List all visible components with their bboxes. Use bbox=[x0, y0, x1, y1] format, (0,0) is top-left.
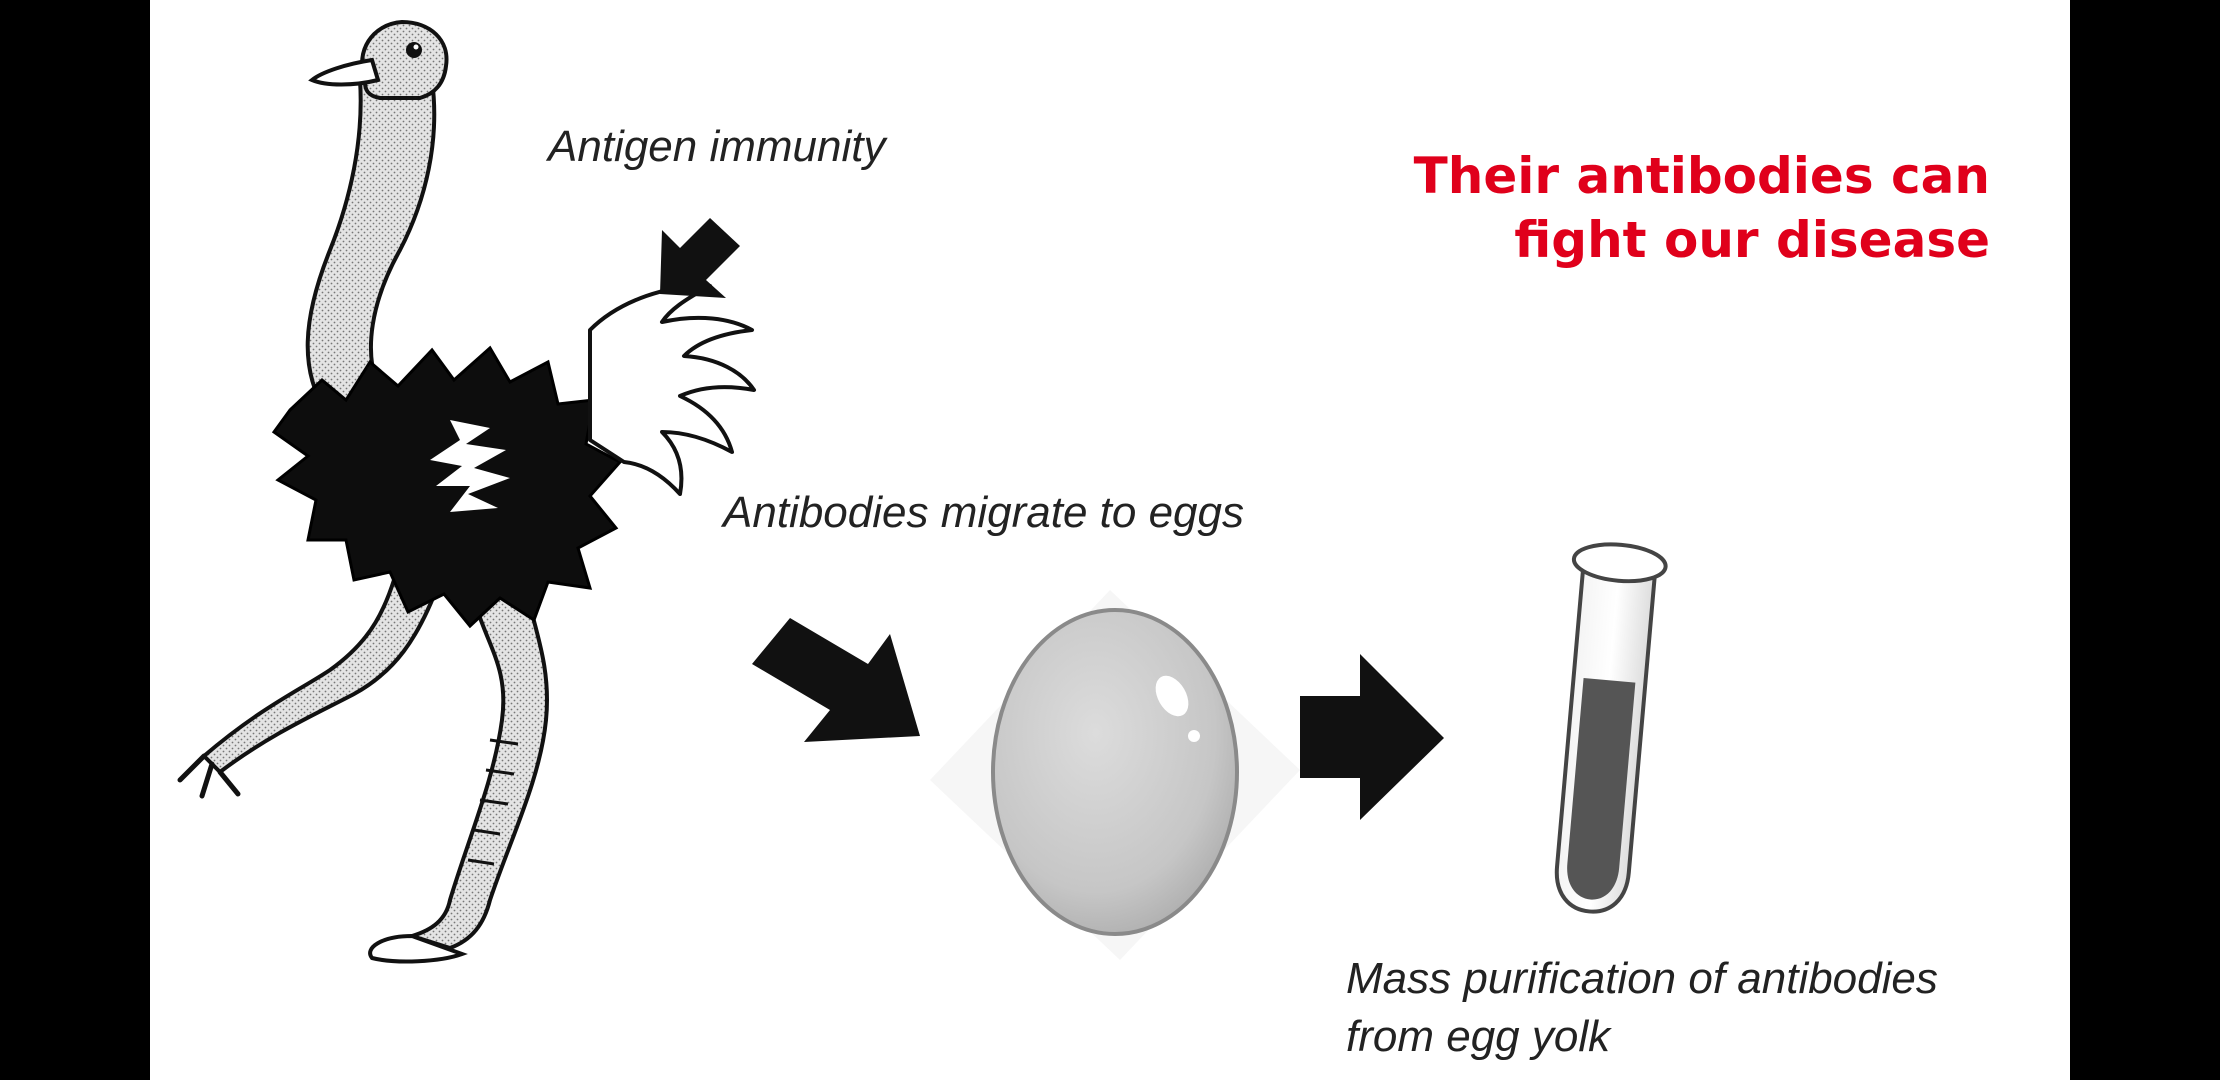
headline-line-2: fight our disease bbox=[1514, 211, 1990, 269]
ostrich-wing-patch bbox=[430, 420, 510, 512]
mass-purification-line-2: from egg yolk bbox=[1346, 1012, 1611, 1061]
ostrich-illustration bbox=[177, 19, 756, 964]
slide: Antigen immunity Antibodies migrate to e… bbox=[150, 0, 2070, 1080]
diagram-graphics bbox=[177, 19, 1668, 964]
ostrich-tail-plumes bbox=[588, 283, 756, 496]
antibodies-migrate-label: Antibodies migrate to eggs bbox=[723, 488, 1244, 537]
mass-purification-label: Mass purification of antibodies from egg… bbox=[1346, 950, 2066, 1066]
ostrich-beak bbox=[308, 57, 381, 87]
arrow-icon-to-tube bbox=[1300, 654, 1444, 820]
test-tube-icon bbox=[1554, 542, 1668, 914]
mass-purification-line-1: Mass purification of antibodies bbox=[1346, 954, 1938, 1003]
headline: Their antibodies can fight our disease bbox=[1230, 144, 1990, 272]
ostrich-eye bbox=[406, 42, 422, 58]
ostrich-head bbox=[360, 19, 449, 100]
egg-illustration bbox=[930, 590, 1300, 960]
antigen-immunity-label: Antigen immunity bbox=[548, 122, 886, 171]
tube-liquid bbox=[1567, 678, 1636, 900]
ostrich-right-leg bbox=[405, 567, 549, 951]
headline-line-1: Their antibodies can bbox=[1413, 147, 1990, 205]
arrow-icon-to-egg bbox=[752, 618, 920, 742]
ostrich-body bbox=[271, 345, 623, 629]
arrow-icon-antigen bbox=[660, 218, 740, 298]
egg-shape bbox=[991, 608, 1239, 936]
tube-rim bbox=[1571, 542, 1668, 584]
